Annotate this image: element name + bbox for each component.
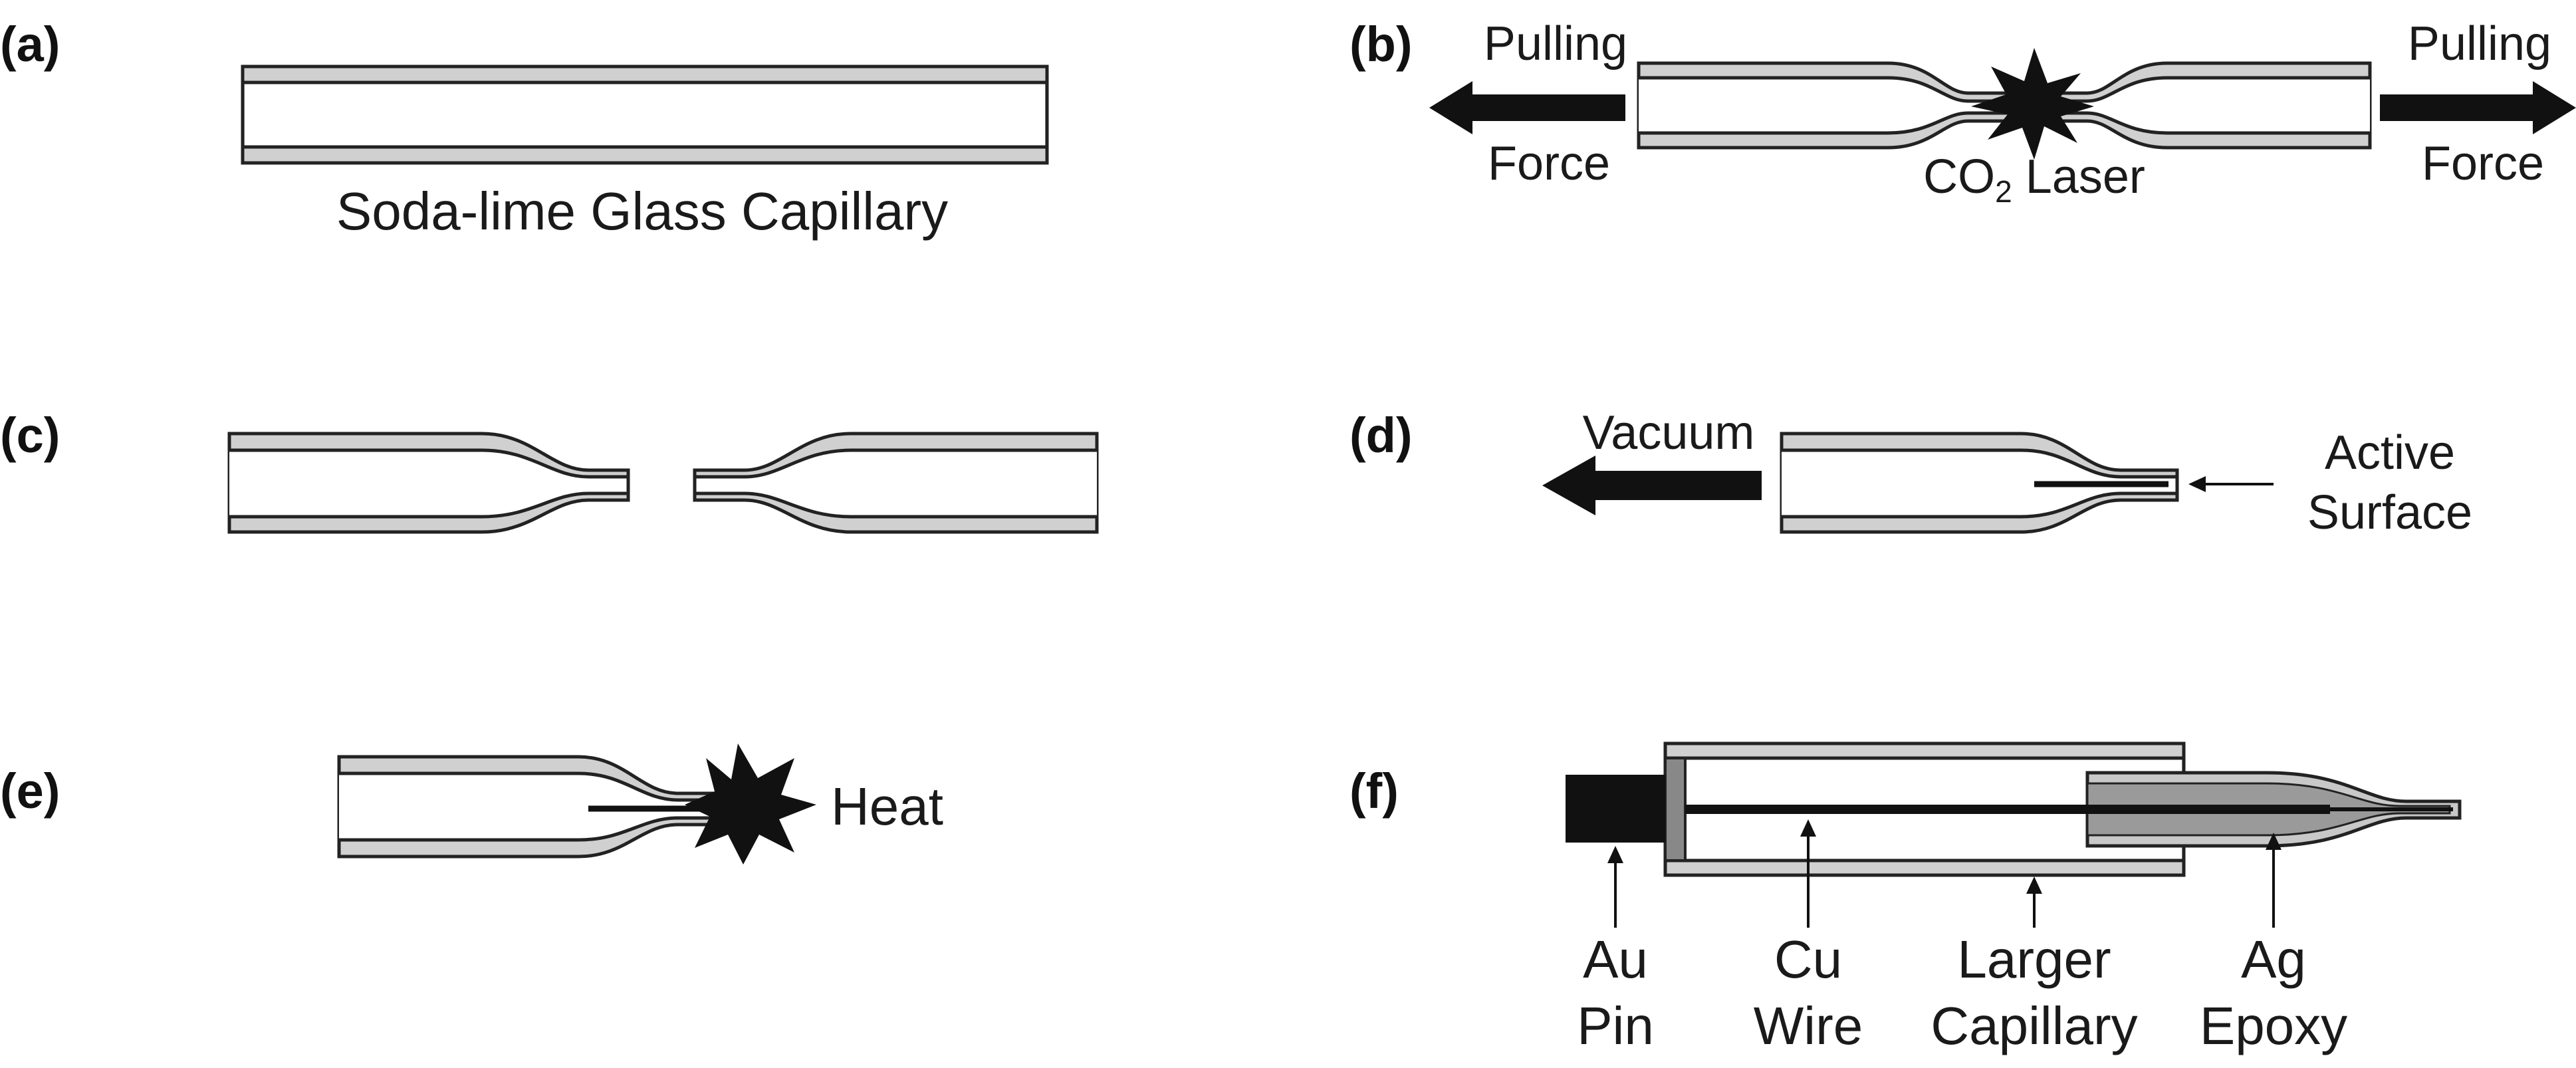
panel-b: (b) Pulling Force Pulling Force CO2 Lase… [1349,17,2576,209]
panel-b-label: (b) [1349,17,1413,72]
panel-e-label: (e) [0,763,60,819]
panel-e: (e) Heat [0,743,943,865]
active-surface-label-line2: Surface [2307,486,2472,539]
au-pin-label-line2: Pin [1577,996,1654,1055]
laser-burst-icon [1971,48,2094,160]
panel-a: (a) Soda-lime Glass Capillary [0,17,1049,241]
active-surface-pointer [2188,476,2274,492]
active-surface-label-line1: Active [2325,426,2455,479]
cu-wire-label-line1: Cu [1774,930,1842,989]
cu-wire-pointer [1800,819,1816,928]
vacuum-label: Vacuum [1583,406,1755,460]
panel-d-label: (d) [1349,408,1413,463]
laser-label: CO2 Laser [1923,150,2145,209]
left-pulling-arrow [1429,81,1625,134]
larger-capillary-label-line2: Capillary [1931,996,2137,1055]
au-pin-pointer [1607,846,1623,928]
au-pin [1566,775,1665,843]
panel-f-label: (f) [1349,763,1399,819]
heated-capillary [337,755,737,859]
separated-capillary-left [227,432,630,534]
panel-a-label: (a) [0,17,60,72]
separated-capillary-right [693,432,1099,534]
pin-seal [1664,757,1687,862]
heat-burst-icon [685,743,816,865]
left-force-label-line2: Force [1488,137,1610,190]
larger-capillary-label-line1: Larger [1957,930,2111,989]
vacuum-arrow [1542,456,1762,515]
capillary-caption: Soda-lime Glass Capillary [336,182,948,241]
ag-epoxy-label-line2: Epoxy [2200,996,2347,1055]
panel-d: (d) Vacuum Active Surface [1349,406,2472,539]
cu-wire-label-line2: Wire [1754,996,1863,1055]
right-force-label-line2: Force [2422,137,2544,190]
right-pulling-arrow [2380,81,2576,134]
panel-f: (f) [1349,741,2462,1055]
larger-capillary-pointer [2026,876,2042,928]
ag-epoxy-pointer [2266,833,2282,928]
ag-epoxy-label-line1: Ag [2241,930,2306,989]
panel-c-label: (c) [0,408,60,463]
straight-capillary [241,65,1049,165]
au-pin-label-line1: Au [1583,930,1648,989]
panel-c: (c) [0,408,1099,534]
heat-label: Heat [831,777,943,836]
right-force-label-line1: Pulling [2408,17,2551,70]
electrode-capillary [1780,432,2179,534]
left-force-label-line1: Pulling [1484,17,1627,70]
